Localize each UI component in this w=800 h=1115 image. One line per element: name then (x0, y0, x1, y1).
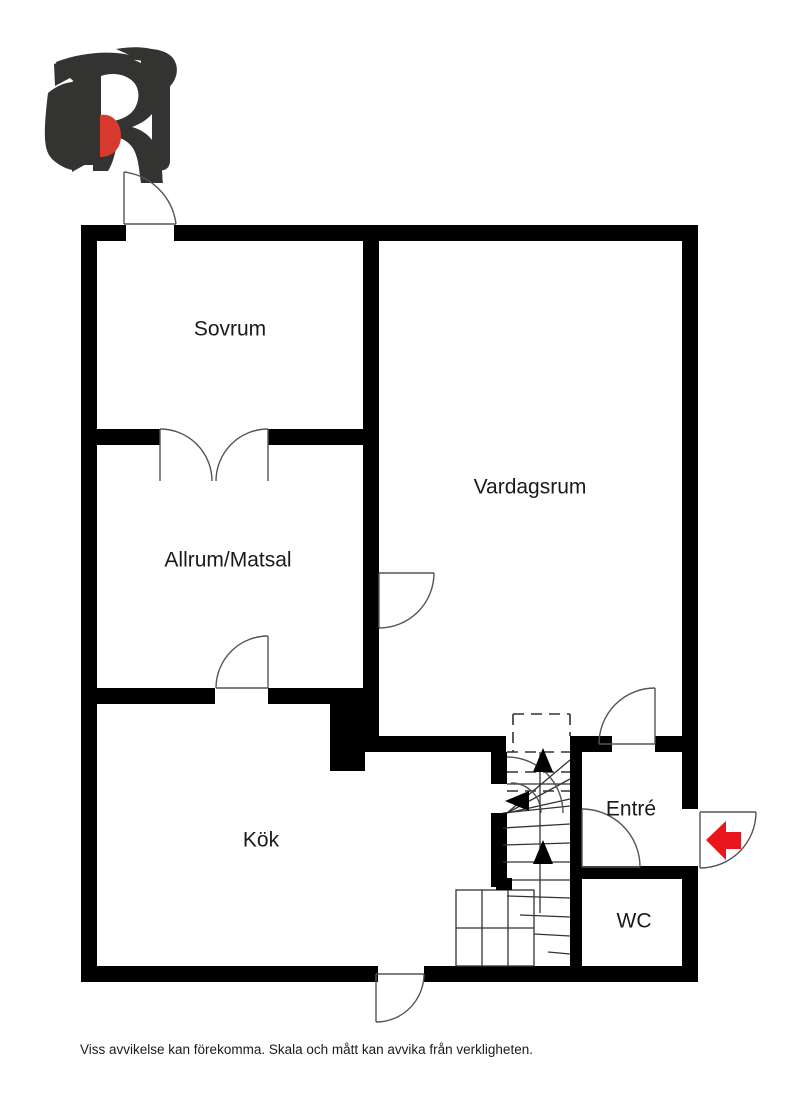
wall-allrum-kok-left (81, 688, 215, 704)
wall-allrum-kok-right (268, 688, 330, 704)
wall-bottom-right (424, 966, 698, 982)
entrance-direction-arrow (706, 821, 741, 860)
room-label-entre: Entré (606, 798, 656, 821)
room-label-vardagsrum: Vardagsrum (474, 476, 587, 499)
door-entre-inner (598, 687, 656, 745)
room-label-kok: Kök (243, 829, 280, 852)
wall-stair-right-lower (570, 866, 582, 966)
wall-sovrum-divider-right (268, 429, 379, 445)
stair-arrow-left (505, 791, 529, 811)
wall-stair-left-lower (491, 813, 507, 887)
stair-arrow-up-bottom (533, 840, 553, 864)
wall-stair-right-upper (570, 752, 582, 868)
wall-stair-left-upper (491, 752, 507, 784)
stair-arrow-up-top (533, 748, 553, 772)
door-sovrum-double (159, 428, 269, 482)
wall-bottom-left (81, 966, 378, 982)
wall-left-outer (81, 225, 97, 982)
walls (81, 225, 698, 982)
door-sovrum-exterior (123, 171, 177, 225)
wall-column-junction (330, 688, 365, 771)
room-label-wc: WC (617, 910, 652, 933)
room-label-allrum-matsal: Allrum/Matsal (164, 549, 291, 572)
wall-sovrum-divider-left (81, 429, 160, 445)
door-allrum-vardagsrum (378, 572, 435, 629)
wall-entre-wc-divider (582, 866, 682, 879)
door-kok-exterior (375, 973, 425, 1023)
wall-stairhall-top (363, 736, 506, 752)
disclaimer-text: Viss avvikelse kan förekomma. Skala och … (80, 1042, 533, 1057)
wall-entre-nub (655, 736, 698, 752)
wall-stairhall-top-right (570, 736, 612, 752)
door-allrum-kok (215, 635, 269, 689)
wall-interior-vertical-main (363, 225, 379, 744)
rb-monogram-logo (44, 47, 177, 183)
door-wc (581, 808, 641, 868)
stair-storage-grid (455, 889, 535, 967)
wall-right-outer-upper (682, 225, 698, 809)
wall-top-main (174, 225, 698, 241)
wall-right-outer-lower (682, 866, 698, 982)
door-main-entrance (699, 811, 757, 869)
room-label-sovrum: Sovrum (194, 318, 266, 341)
staircase (455, 713, 571, 967)
